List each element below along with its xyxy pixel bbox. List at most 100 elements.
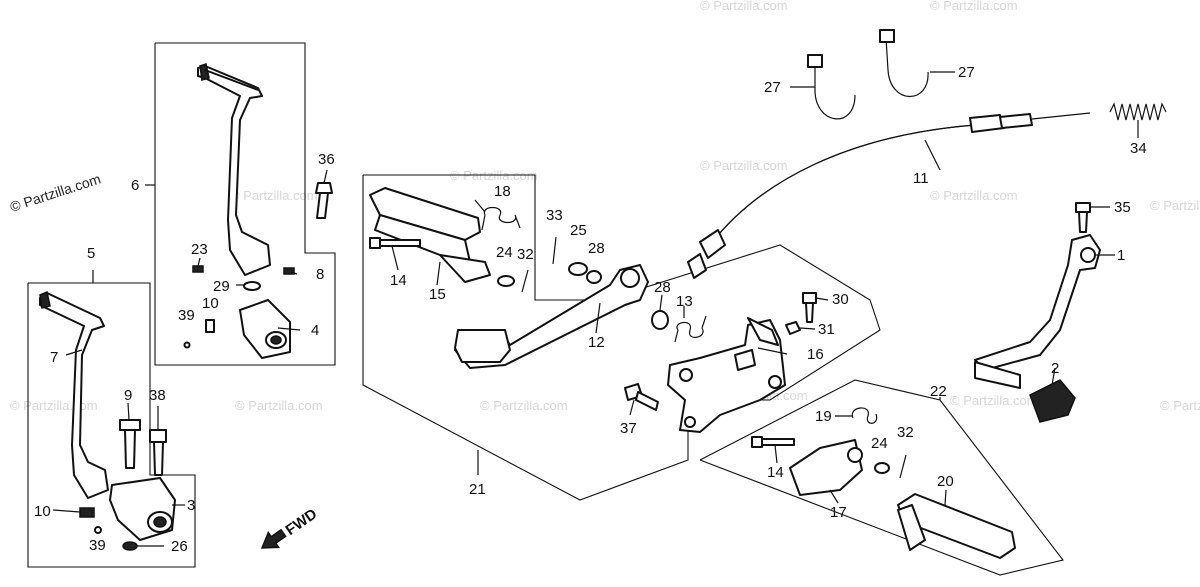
brake-pedal-12	[454, 264, 649, 369]
callout-35: 35	[1114, 199, 1131, 216]
spring-10-lower	[79, 507, 95, 518]
footpeg-20	[897, 493, 1016, 559]
callout-29: 29	[213, 278, 230, 295]
callout-19: 19	[815, 408, 832, 425]
spring-18	[481, 206, 521, 231]
watermark: © Partzilla.com	[235, 398, 323, 413]
callout-7: 7	[50, 349, 58, 366]
callout-33: 33	[546, 207, 563, 224]
callout-38: 38	[149, 387, 166, 404]
bolt-23	[192, 265, 204, 273]
callout-11: 11	[913, 170, 929, 187]
callout-30: 30	[832, 291, 849, 308]
callout-32-right: 32	[897, 424, 914, 441]
callout-24-right: 24	[871, 435, 888, 452]
callout-21: 21	[469, 481, 486, 498]
washer-25	[568, 262, 588, 276]
shift-rubber-2	[1029, 379, 1076, 423]
group-22-frame	[699, 379, 1064, 576]
washer-26	[122, 541, 138, 551]
cotter-32-right	[899, 454, 907, 479]
group-6-frame	[145, 42, 336, 366]
callout-26: 26	[171, 538, 188, 555]
pin-14-left	[369, 237, 421, 249]
bushing-28-lower	[651, 310, 669, 330]
kick-boss-4	[239, 299, 291, 359]
watermark: © Partzilla.com	[700, 158, 788, 173]
fwd-label: FWD	[283, 505, 321, 539]
bolt-35	[1075, 202, 1091, 233]
copyright-text: © Partzilla.com	[8, 170, 103, 214]
cotter-32-left	[521, 269, 529, 293]
callout-39-upper: 39	[178, 307, 195, 324]
callout-5: 5	[87, 245, 95, 262]
ball-39-upper	[183, 341, 191, 349]
watermark: © Partzilla.com	[480, 398, 568, 413]
bolt-38	[149, 429, 167, 476]
clip-27-left	[807, 54, 856, 120]
callout-10-lower: 10	[34, 503, 51, 520]
bolt-36	[315, 182, 333, 219]
callout-16: 16	[807, 346, 824, 363]
spring-10-upper	[205, 319, 215, 333]
callout-28-upper: 28	[588, 240, 605, 257]
callout-36: 36	[318, 151, 335, 168]
callout-22: 22	[930, 383, 947, 400]
callout-27-left: 27	[764, 79, 781, 96]
callout-4: 4	[311, 322, 319, 339]
spring-34	[1109, 102, 1167, 121]
callout-34: 34	[1130, 140, 1147, 157]
watermark: © Partzilla.com	[930, 188, 1018, 203]
clip-27-right	[879, 29, 929, 97]
spring-19	[851, 407, 878, 424]
callout-15: 15	[429, 286, 446, 303]
callout-6: 6	[131, 177, 139, 194]
watermark: © Partzilla.com	[700, 0, 788, 13]
shift-lever-1	[974, 234, 1101, 389]
peg-holder-17	[789, 439, 863, 496]
watermark: © Partzilla.com	[1150, 198, 1200, 213]
callout-27-right: 27	[958, 64, 975, 81]
washer-24-right	[874, 462, 890, 474]
fwd-arrow: FWD	[260, 505, 321, 549]
callout-13: 13	[676, 293, 693, 310]
washer-24-left	[497, 275, 515, 287]
bolt-8	[283, 267, 295, 275]
pin-14-right	[751, 436, 795, 448]
callout-12: 12	[588, 334, 605, 351]
callout-39-lower: 39	[89, 537, 106, 554]
callout-14-left: 14	[390, 272, 407, 289]
kick-lever-upper	[197, 63, 271, 276]
callout-25: 25	[570, 222, 587, 239]
group-21-frame	[362, 174, 881, 501]
washer-29	[243, 281, 261, 291]
callout-18: 18	[494, 183, 511, 200]
bolt-9	[119, 419, 141, 469]
watermark: © Partzilla.com	[950, 393, 1038, 408]
callout-2: 2	[1051, 360, 1059, 377]
callout-31: 31	[818, 321, 835, 338]
callout-14-right: 14	[767, 464, 784, 481]
callout-10-upper: 10	[202, 295, 219, 312]
leader-lines	[52, 71, 1139, 547]
callout-1: 1	[1117, 247, 1125, 264]
nut-31	[785, 321, 801, 335]
ball-39-lower	[94, 526, 102, 534]
callout-32-left: 32	[517, 246, 534, 263]
bolt-37	[624, 383, 659, 411]
callout-3: 3	[187, 497, 195, 514]
bolt-30	[802, 292, 817, 323]
bracket-16	[667, 317, 786, 433]
watermark: © Partzilla.com	[10, 398, 98, 413]
watermark: © Partzilla.com	[1160, 398, 1200, 413]
watermark: © Partzilla.com	[930, 0, 1018, 13]
spring-13	[674, 315, 707, 343]
callout-20: 20	[937, 473, 954, 490]
kick-lever-lower	[39, 290, 109, 499]
callout-24-left: 24	[496, 244, 513, 261]
callout-labels: 1 2 3 4 5 6 7 8 9 10 10 11 12 13 14 14 1…	[34, 64, 1147, 555]
callout-9: 9	[124, 387, 132, 404]
watermark: © Partzilla.com	[230, 188, 318, 203]
cotter-33	[552, 236, 557, 265]
